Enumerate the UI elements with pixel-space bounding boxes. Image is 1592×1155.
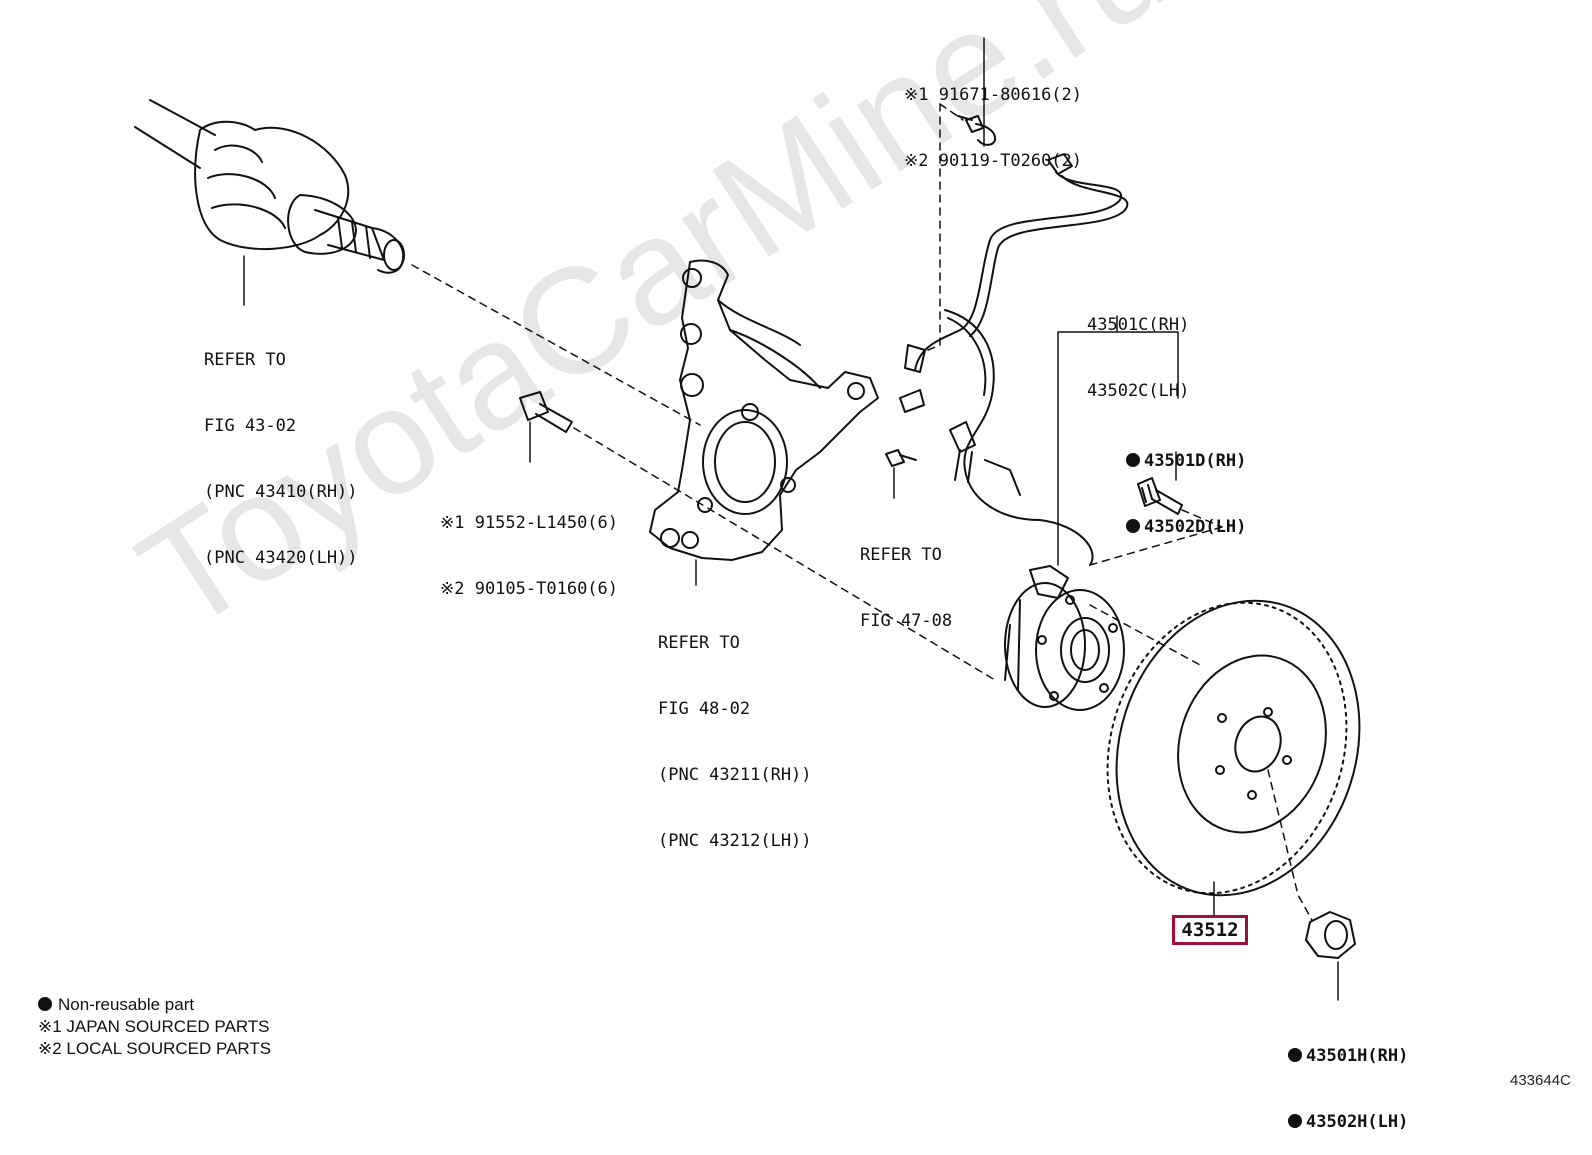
hub-bolt-lh-row: 43502D(LH) bbox=[1126, 516, 1246, 538]
hub-bolt[interactable] bbox=[1137, 477, 1183, 515]
knuckle-bolt[interactable] bbox=[519, 391, 573, 433]
drive-shaft[interactable] bbox=[134, 99, 405, 274]
nut-pn-lh: 43502H(LH) bbox=[1306, 1112, 1409, 1132]
knuckle-pnc-lh: (PNC 43212(LH)) bbox=[658, 831, 812, 851]
nonreusable-dot-icon bbox=[1288, 1048, 1302, 1062]
brake-disc-rotor[interactable] bbox=[1071, 569, 1397, 927]
hub-bolt-pn-lh: 43502D(LH) bbox=[1144, 517, 1247, 537]
driveshaft-pnc-lh: (PNC 43420(LH)) bbox=[204, 548, 358, 568]
sensor-bolt-middle[interactable] bbox=[885, 449, 917, 467]
sensor-ref-line: REFER TO bbox=[860, 545, 942, 565]
sensor-fig-line: FIG 47-08 bbox=[860, 611, 953, 631]
knuckle-bolt-pn-japan: ※1 91552-L1450(6) bbox=[440, 513, 619, 533]
nonreusable-dot-icon bbox=[1126, 453, 1140, 467]
hub-bolt-rh-row: 43501D(RH) bbox=[1126, 450, 1246, 472]
sensor-ref-label: REFER TO FIG 47-08 bbox=[860, 500, 952, 654]
legend-japan: ※1 JAPAN SOURCED PARTS bbox=[38, 1017, 270, 1036]
abs-sensor-harness[interactable] bbox=[899, 153, 1129, 566]
knuckle-fig-line: FIG 48-02 bbox=[658, 699, 751, 719]
nonreusable-dot-icon bbox=[1126, 519, 1140, 533]
nut-rh-row: 43501H(RH) bbox=[1288, 1045, 1408, 1067]
hub-nut[interactable] bbox=[1305, 911, 1356, 959]
legend: Non-reusable part ※1 JAPAN SOURCED PARTS… bbox=[38, 994, 271, 1060]
nut-lh-row: 43502H(LH) bbox=[1288, 1111, 1408, 1133]
leader-lines bbox=[243, 37, 1339, 1001]
knuckle-pnc-rh: (PNC 43211(RH)) bbox=[658, 765, 812, 785]
parts-diagram bbox=[134, 37, 1397, 1001]
steering-knuckle[interactable] bbox=[649, 259, 879, 561]
document-id: 433644C bbox=[1510, 1072, 1571, 1089]
sensor-bolt-pn-japan: ※1 91671-80616(2) bbox=[904, 85, 1083, 105]
hub-bearing[interactable] bbox=[1004, 565, 1125, 711]
driveshaft-ref-label: REFER TO FIG 43-02 (PNC 43410(RH)) (PNC … bbox=[204, 305, 358, 591]
nut-pn-rh: 43501H(RH) bbox=[1306, 1046, 1409, 1066]
legend-nonreusable: Non-reusable part bbox=[38, 994, 271, 1016]
hub-pn-rh: 43501C(RH) bbox=[1087, 315, 1190, 335]
nut-label: 43501H(RH) 43502H(LH) bbox=[1288, 1001, 1408, 1155]
sensor-bolt-top-label: ※1 91671-80616(2) ※2 90119-T0260(2) bbox=[904, 40, 1082, 194]
assembly-lines bbox=[411, 103, 1313, 921]
hub-bolt-label: 43501D(RH) 43502D(LH) bbox=[1126, 406, 1246, 560]
hub-pn-lh: 43502C(LH) bbox=[1087, 381, 1190, 401]
legend-nonreusable-text: Non-reusable part bbox=[58, 995, 195, 1014]
knuckle-bolt-label: ※1 91552-L1450(6) ※2 90105-T0160(6) bbox=[440, 468, 618, 622]
driveshaft-ref-line: REFER TO bbox=[204, 350, 286, 370]
legend-dot-icon bbox=[38, 997, 52, 1011]
sensor-bolt-pn-local: ※2 90119-T0260(2) bbox=[904, 151, 1083, 171]
knuckle-bolt-pn-local: ※2 90105-T0160(6) bbox=[440, 579, 619, 599]
knuckle-ref-label: REFER TO FIG 48-02 (PNC 43211(RH)) (PNC … bbox=[658, 588, 812, 874]
hub-label: 43501C(RH) 43502C(LH) bbox=[1087, 270, 1189, 424]
hub-bolt-pn-rh: 43501D(RH) bbox=[1144, 451, 1247, 471]
rotor-part-callout[interactable]: 43512 bbox=[1172, 915, 1248, 945]
knuckle-ref-line: REFER TO bbox=[658, 633, 740, 653]
driveshaft-pnc-rh: (PNC 43410(RH)) bbox=[204, 482, 358, 502]
legend-local: ※2 LOCAL SOURCED PARTS bbox=[38, 1039, 272, 1058]
driveshaft-fig-line: FIG 43-02 bbox=[204, 416, 297, 436]
nonreusable-dot-icon bbox=[1288, 1114, 1302, 1128]
